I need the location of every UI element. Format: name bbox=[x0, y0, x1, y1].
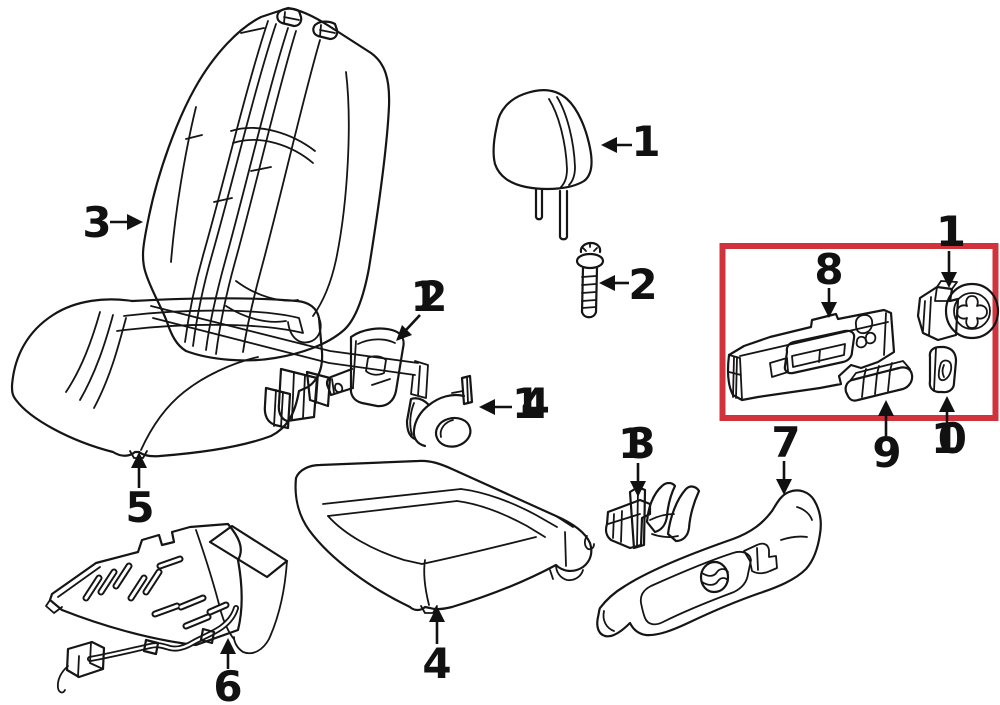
part-11-knob-drawing bbox=[916, 280, 1000, 342]
part-label-14: 14 bbox=[512, 379, 550, 428]
arrow-14 bbox=[479, 399, 495, 415]
callout-7: 7 bbox=[771, 418, 801, 495]
heater-pad-outline bbox=[48, 522, 243, 647]
part-12-bracket-drawing bbox=[325, 327, 405, 408]
part-5-seat-cushion-drawing bbox=[10, 297, 429, 459]
part-label-13: 13 bbox=[618, 419, 656, 468]
arrow-13 bbox=[630, 481, 646, 497]
part-2-bolt-drawing bbox=[575, 241, 605, 319]
headrest-outline bbox=[492, 89, 593, 191]
switch-9-outline bbox=[844, 366, 914, 402]
part-label-8: 8 bbox=[814, 245, 843, 294]
callout-9: 9 bbox=[872, 400, 902, 477]
side-panel-outline bbox=[596, 489, 822, 638]
switch-assembly-outline bbox=[726, 308, 896, 402]
seat-back-outline bbox=[141, 6, 391, 362]
part-6-heater-pad-drawing bbox=[45, 522, 289, 694]
part-label-2: 2 bbox=[628, 260, 657, 309]
arrow-12 bbox=[396, 325, 412, 341]
callout-10: 10 bbox=[931, 396, 967, 463]
callout-2: 2 bbox=[599, 260, 658, 309]
arrow-7 bbox=[776, 479, 792, 495]
part-label-10: 10 bbox=[931, 414, 967, 463]
callout-5: 5 bbox=[125, 452, 155, 532]
line-art bbox=[10, 6, 1000, 694]
arrow-11 bbox=[941, 272, 957, 288]
bracket-12-outline bbox=[349, 327, 405, 408]
part-label-4: 4 bbox=[422, 639, 451, 688]
knob-outer-ring bbox=[944, 282, 1000, 340]
part-3-seat-back-drawing bbox=[141, 6, 391, 362]
callout-3: 3 bbox=[82, 198, 143, 247]
part-4-cushion-cover-drawing bbox=[294, 459, 593, 614]
callout-6: 6 bbox=[213, 638, 243, 705]
part-label-6: 6 bbox=[213, 662, 242, 705]
callout-8: 8 bbox=[814, 245, 844, 318]
part-label-11: 11 bbox=[936, 207, 966, 256]
arrow-4 bbox=[429, 606, 445, 622]
arrow-8 bbox=[821, 302, 837, 318]
seat-cushion-outline bbox=[10, 297, 324, 458]
part-14-bracket-drawing bbox=[405, 374, 474, 448]
knob-cross-pattern bbox=[956, 295, 988, 329]
arrow-1 bbox=[601, 137, 617, 153]
part-9-switch-drawing bbox=[844, 360, 914, 402]
bracket-14-disc bbox=[434, 416, 472, 448]
part-label-7: 7 bbox=[771, 418, 800, 467]
arrow-6 bbox=[220, 638, 236, 654]
part-13-bracket-drawing bbox=[583, 481, 701, 551]
part-label-12: 12 bbox=[411, 272, 448, 321]
part-label-1: 1 bbox=[631, 117, 660, 166]
arrow-9 bbox=[878, 400, 894, 416]
callout-1: 1 bbox=[601, 117, 661, 166]
highlight-box bbox=[719, 243, 999, 421]
cushion-cover-outline bbox=[294, 459, 593, 612]
arrow-10 bbox=[939, 396, 955, 412]
part-label-5: 5 bbox=[125, 483, 154, 532]
arrow-5 bbox=[131, 452, 147, 468]
part-label-9: 9 bbox=[872, 428, 901, 477]
part-label-3: 3 bbox=[82, 198, 111, 247]
callout-4: 4 bbox=[422, 606, 452, 688]
part-10-clip-drawing bbox=[928, 345, 958, 394]
arrow-3 bbox=[127, 214, 143, 230]
recline-knob-hole bbox=[699, 560, 730, 594]
part-1-headrest-drawing bbox=[492, 89, 593, 241]
part-7-side-panel-drawing bbox=[596, 489, 822, 638]
callout-13: 13 bbox=[618, 419, 656, 497]
arrow-2 bbox=[599, 275, 615, 291]
part-8-switch-assembly-drawing bbox=[726, 308, 896, 402]
callouts: 1 2 3 4 5 6 7 8 bbox=[82, 117, 967, 705]
callout-11: 11 bbox=[936, 207, 966, 288]
callout-14: 14 bbox=[479, 379, 550, 428]
callout-12: 12 bbox=[396, 272, 448, 341]
